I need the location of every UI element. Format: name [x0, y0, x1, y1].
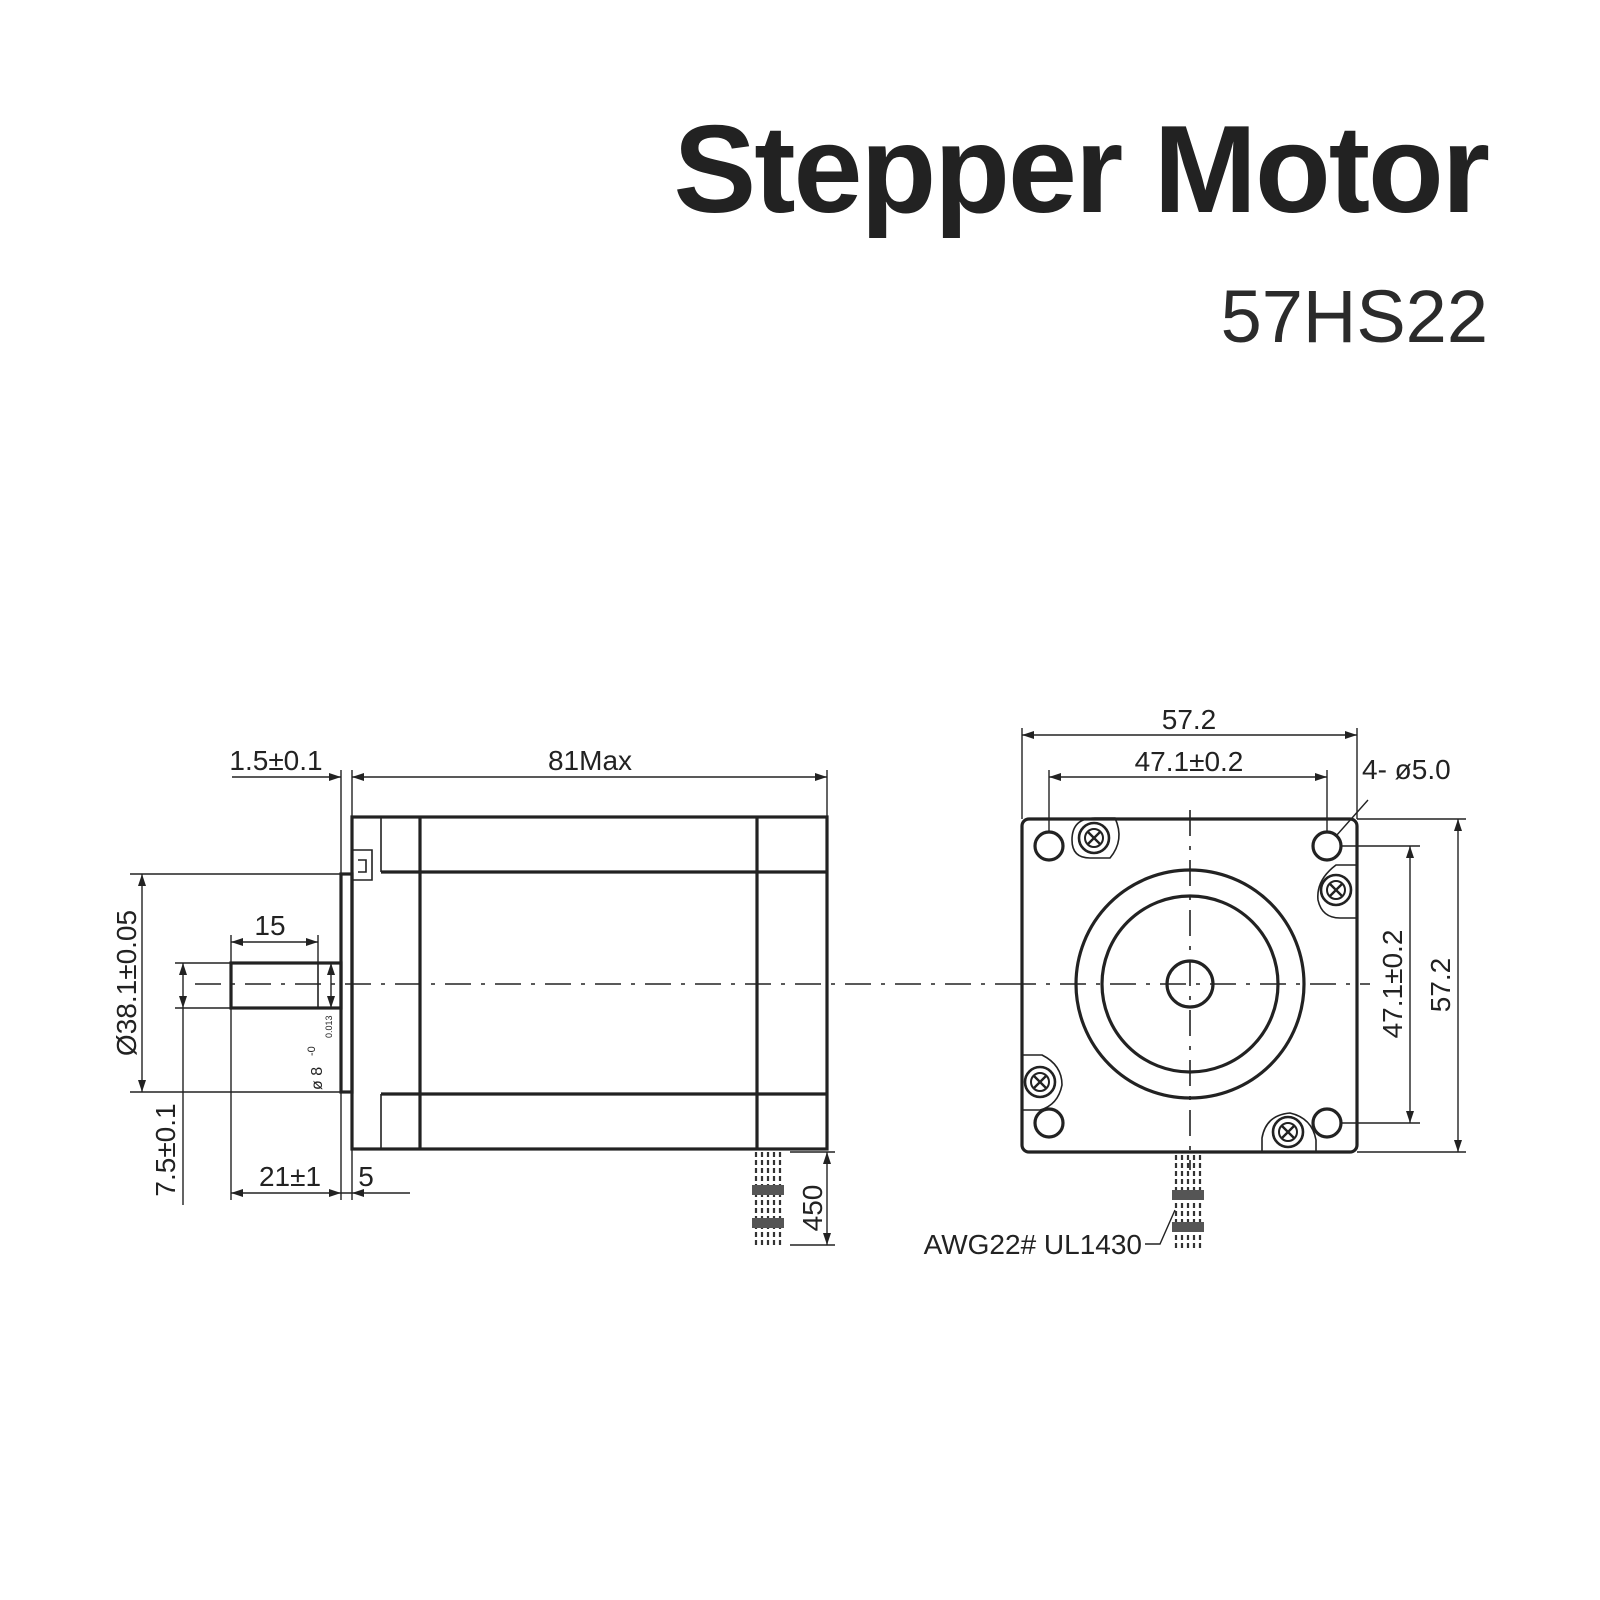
- hole-spacing-vertical-label: 47.1±0.2: [1377, 930, 1408, 1039]
- side-dimension-lines: [130, 770, 835, 1246]
- side-view: 1.5±0.1 81Max Ø38.1±0.05 15 ø 8 -0 0.013…: [111, 745, 1010, 1246]
- front-view: 57.2 47.1±0.2 4- ø5.0 47.1±0.2 57.2 AWG2…: [924, 704, 1466, 1260]
- shaft-diameter-label: ø 8: [309, 1067, 326, 1090]
- boss-length-label: 5: [358, 1161, 374, 1192]
- flange-height-label: 57.2: [1425, 958, 1456, 1013]
- mounting-screws: [1022, 817, 1357, 1152]
- front-dimension-lines: [1021, 728, 1466, 1245]
- flange-thickness-label: 1.5±0.1: [229, 745, 322, 776]
- shaft: [229, 961, 343, 1010]
- shaft-flat-length-label: 15: [254, 910, 285, 941]
- lead-length-label: 450: [797, 1185, 828, 1232]
- hole-spacing-horizontal-label: 47.1±0.2: [1135, 746, 1244, 777]
- shaft-tolerance-upper: -0: [306, 1046, 318, 1056]
- front-lead-wires: [1172, 1155, 1204, 1250]
- side-lead-wires: [752, 1152, 784, 1245]
- shaft-diameter-callout: ø 8 -0 0.013: [306, 1015, 334, 1090]
- wire-spec-label: AWG22# UL1430: [924, 1229, 1142, 1260]
- model-number: 57HS22: [1220, 275, 1488, 358]
- shaft-length-label: 21±1: [259, 1161, 321, 1192]
- shaft-tolerance-lower: 0.013: [324, 1015, 334, 1038]
- motor-body-outline: [339, 815, 829, 1151]
- pilot-diameter-label: Ø38.1±0.05: [111, 910, 142, 1056]
- shaft-offset-label: 7.5±0.1: [150, 1103, 181, 1196]
- page-title: Stepper Motor: [673, 101, 1490, 239]
- flange-width-label: 57.2: [1162, 704, 1217, 735]
- body-length-label: 81Max: [548, 745, 632, 776]
- mount-holes-label: 4- ø5.0: [1362, 754, 1451, 785]
